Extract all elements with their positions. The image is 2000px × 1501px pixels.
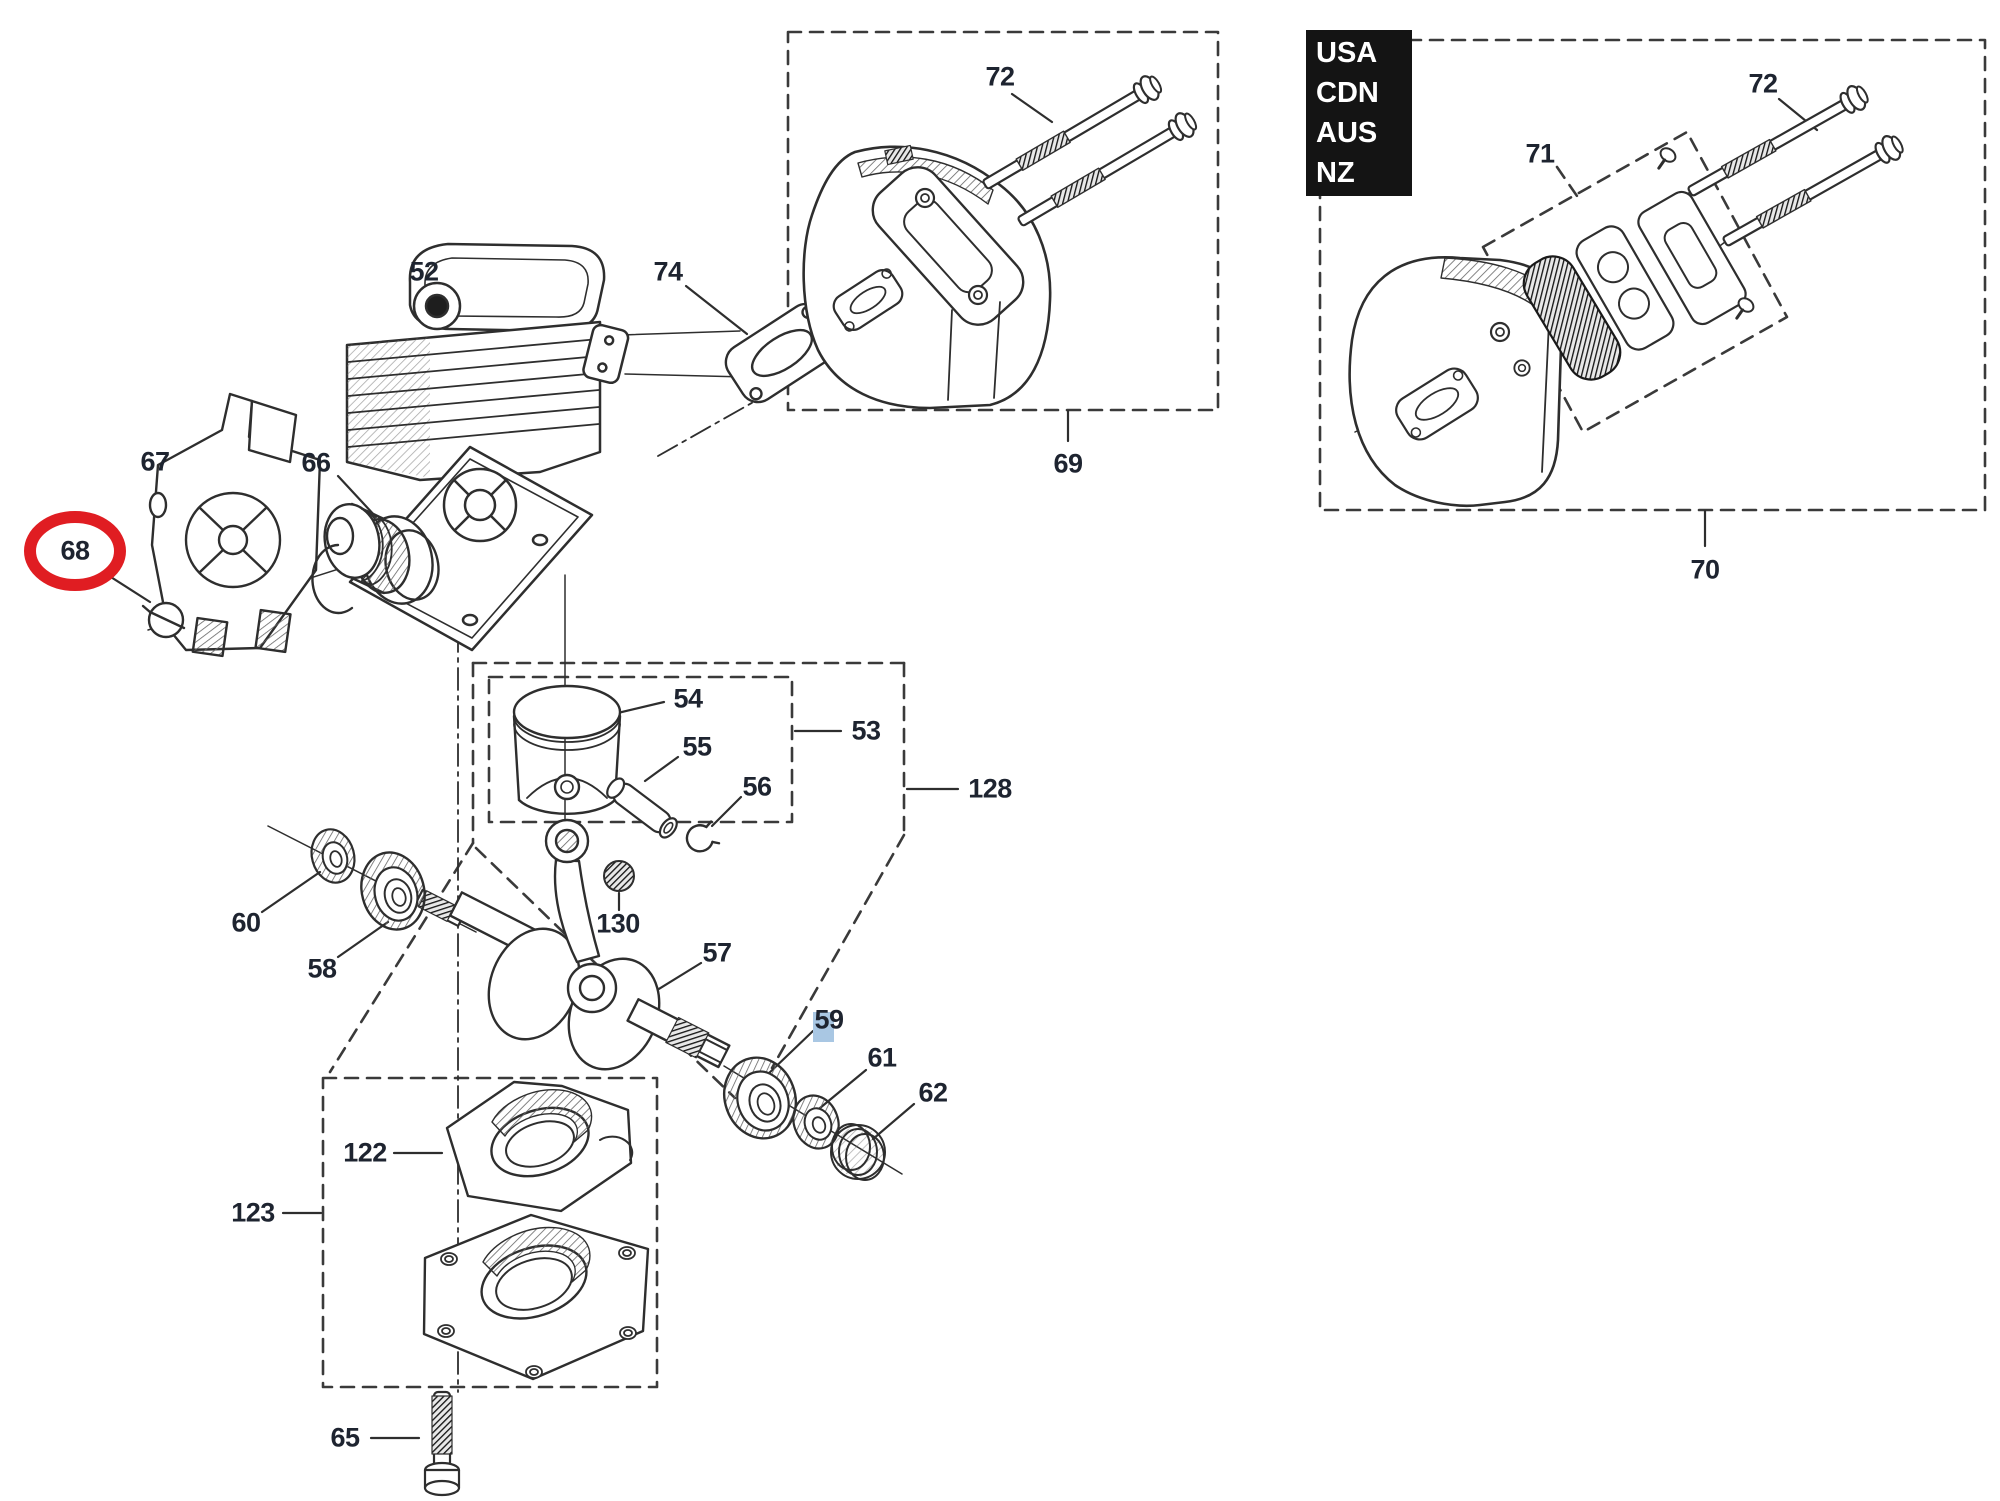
part-label-60: 60: [231, 907, 261, 938]
gasket-link-1: [621, 330, 741, 336]
starter-drum-part: [311, 502, 440, 615]
piston-part: [512, 684, 622, 816]
part-label-123: 123: [231, 1197, 275, 1228]
part-label-53: 53: [851, 715, 881, 746]
selection-highlight-59: [813, 1012, 834, 1042]
pin-clip-part: [685, 820, 721, 853]
part-label-62: 62: [918, 1077, 948, 1108]
region-line-usa: USA: [1316, 37, 1378, 69]
part-label-52: 52: [409, 256, 439, 287]
part-label-74: 74: [653, 256, 683, 287]
crankcase-lower-part: [422, 1213, 650, 1381]
part-label-66: 66: [301, 447, 331, 478]
part-label-72-right: 72: [1748, 68, 1778, 99]
region-line-cdn: CDN: [1316, 77, 1379, 109]
part-label-58: 58: [307, 953, 337, 984]
part-label-130: 130: [596, 908, 640, 939]
box-70: [1318, 38, 1987, 512]
crankcase-upper-part: [445, 1080, 634, 1213]
region-flag-box: USA CDN AUS NZ: [1306, 30, 1412, 196]
part-label-56: 56: [742, 771, 772, 802]
region-line-aus: AUS: [1316, 117, 1378, 149]
box-123: [321, 1076, 659, 1389]
part-label-70: 70: [1690, 554, 1720, 585]
part-label-59: 59: [814, 1004, 844, 1035]
engine-pan-part: [148, 392, 322, 658]
region-line-nz: NZ: [1316, 157, 1355, 189]
muffler-bracket-plate: [1637, 190, 1747, 326]
part-label-122: 122: [343, 1137, 387, 1168]
part-label-55: 55: [682, 731, 712, 762]
bearing-58-part: [360, 851, 426, 931]
part-label-67: 67: [140, 446, 170, 477]
bearing-60-part: [310, 828, 356, 884]
part-label-54: 54: [673, 683, 703, 714]
catalytic-screen: [1522, 255, 1622, 381]
gasket-link-2: [624, 373, 747, 378]
part-label-72-left: 72: [985, 61, 1015, 92]
bearing-59-part: [723, 1056, 797, 1140]
crankshaft-part: [414, 818, 731, 1071]
muffler-bolts-72-right: [1682, 80, 1908, 255]
part-label-57: 57: [702, 937, 732, 968]
seal-61-part: [792, 1094, 840, 1150]
part-label-65: 65: [330, 1422, 360, 1453]
part-label-68: 68: [60, 535, 90, 566]
box-69: [786, 30, 1220, 412]
muffler-cat-part: [1348, 143, 1758, 508]
wrist-pin-part: [606, 777, 678, 839]
needle-bearing-part: [603, 860, 635, 892]
muffler-part: [802, 144, 1052, 410]
circlip-part: [141, 601, 186, 639]
worm-gear-62-part: [830, 1123, 886, 1181]
muffler-gasket-plate: [1575, 225, 1675, 351]
leader-71: [1555, 165, 1579, 198]
bolt-65-part: [423, 1390, 461, 1497]
red-circle-highlight: [24, 511, 126, 591]
connecting-rod: [544, 818, 618, 1014]
part-label-128: 128: [968, 773, 1012, 804]
part-label-61: 61: [867, 1042, 897, 1073]
part-label-71: 71: [1525, 138, 1555, 169]
part-label-69: 69: [1053, 448, 1083, 479]
